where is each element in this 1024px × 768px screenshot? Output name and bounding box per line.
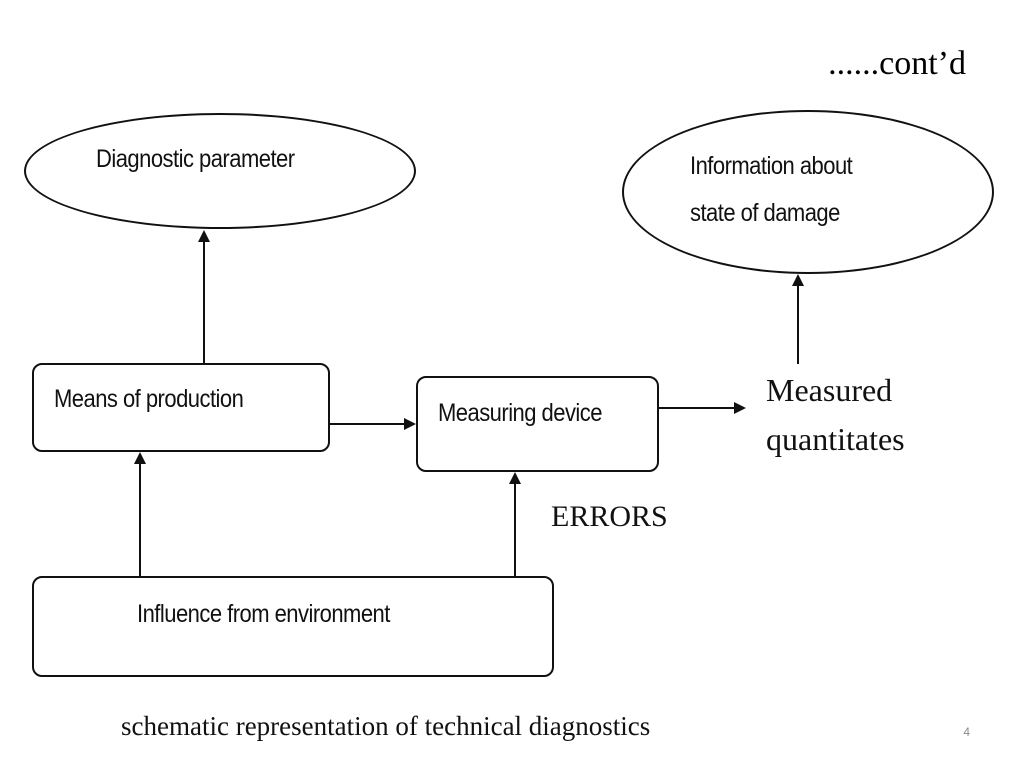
influence-environment-label: Influence from environment [137, 600, 390, 628]
errors-label: ERRORS [551, 500, 668, 533]
slide-caption: schematic representation of technical di… [121, 711, 651, 741]
means-of-production-box: Means of production [32, 363, 330, 452]
measuring-device-label: Measuring device [438, 399, 603, 427]
measured-quantities-label-line1: Measured [766, 372, 893, 408]
diagnostic-parameter-label: Diagnostic parameter [96, 145, 295, 173]
information-state-ellipse: Information about state of damage [622, 110, 994, 274]
page-number: 4 [963, 725, 970, 739]
information-state-label-line1: Information about [690, 152, 853, 180]
measuring-device-box: Measuring device [416, 376, 659, 472]
information-state-label-line2: state of damage [690, 199, 840, 227]
measured-quantities-label-line2: quantitates [766, 421, 905, 457]
means-of-production-label: Means of production [54, 385, 244, 413]
continuation-label: ......cont’d [828, 45, 966, 82]
diagnostic-parameter-ellipse: Diagnostic parameter [24, 113, 416, 229]
influence-environment-box: Influence from environment [32, 576, 554, 677]
